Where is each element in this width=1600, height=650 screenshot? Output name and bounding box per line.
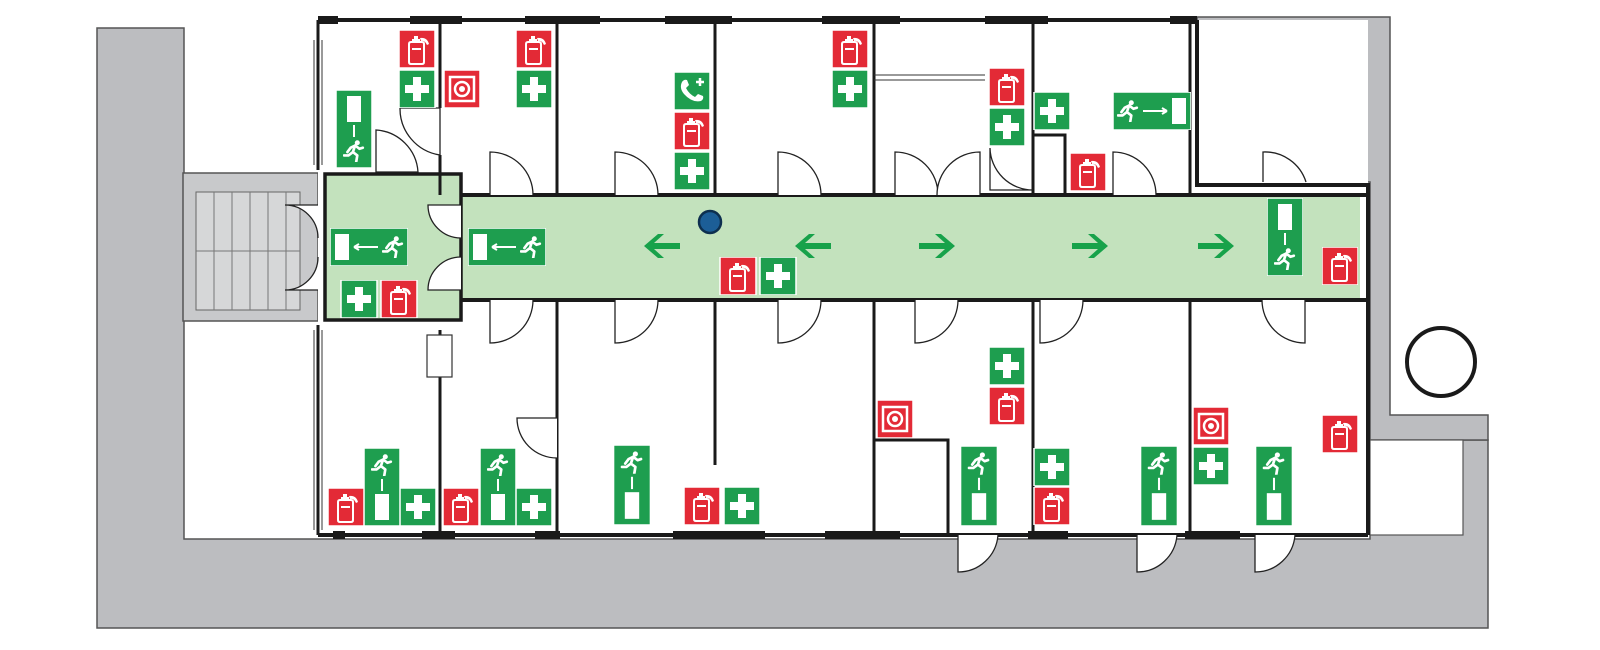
fire-extinguisher-icon xyxy=(988,68,1026,106)
first-aid-icon xyxy=(759,257,797,295)
fire-extinguisher-icon xyxy=(398,30,436,68)
first-aid-icon xyxy=(723,487,761,525)
exit-left-icon xyxy=(330,228,408,266)
fire-extinguisher-icon xyxy=(673,112,711,150)
fire-alarm-icon xyxy=(443,70,481,108)
fire-extinguisher-icon xyxy=(516,30,552,68)
first-aid-icon xyxy=(516,488,552,526)
exit-down-icon xyxy=(480,448,516,526)
fire-extinguisher-icon xyxy=(719,257,757,295)
exit-down-icon xyxy=(614,445,651,525)
exit-down-icon xyxy=(1256,446,1293,526)
first-aid-icon xyxy=(1192,447,1230,485)
fire-extinguisher-icon xyxy=(328,488,364,526)
first-aid-icon xyxy=(398,70,436,108)
fire-extinguisher-icon xyxy=(1322,415,1358,453)
fire-extinguisher-icon xyxy=(832,30,868,68)
emergency-phone-icon xyxy=(673,72,711,110)
first-aid-icon xyxy=(340,280,378,318)
location-marker-icon xyxy=(697,209,723,235)
first-aid-icon xyxy=(516,70,552,108)
first-aid-icon xyxy=(832,70,868,108)
fire-extinguisher-icon xyxy=(988,387,1026,425)
fire-extinguisher-icon xyxy=(1033,487,1071,525)
fire-alarm-icon xyxy=(1192,407,1230,445)
staircase xyxy=(182,172,319,322)
fire-alarm-icon xyxy=(877,400,913,438)
first-aid-icon xyxy=(988,108,1026,146)
fire-extinguisher-icon xyxy=(1070,153,1106,191)
round-structure xyxy=(1405,326,1477,398)
exit-down-icon xyxy=(961,446,998,526)
first-aid-icon xyxy=(1033,92,1071,130)
exit-up-icon xyxy=(1267,198,1303,276)
exit-down-icon xyxy=(1141,446,1178,526)
first-aid-icon xyxy=(988,347,1026,385)
exit-left-icon xyxy=(468,228,546,266)
exit-down-icon xyxy=(364,448,400,526)
first-aid-icon xyxy=(400,488,436,526)
fire-extinguisher-icon xyxy=(683,487,721,525)
fire-extinguisher-icon xyxy=(443,488,479,526)
fire-extinguisher-icon xyxy=(1322,247,1358,285)
walls xyxy=(313,16,1370,539)
exit-right-icon xyxy=(1113,92,1191,130)
first-aid-icon xyxy=(1033,448,1071,486)
first-aid-icon xyxy=(673,152,711,190)
fire-extinguisher-icon xyxy=(380,280,418,318)
doors xyxy=(284,107,1307,573)
exit-down-icon xyxy=(336,90,372,168)
